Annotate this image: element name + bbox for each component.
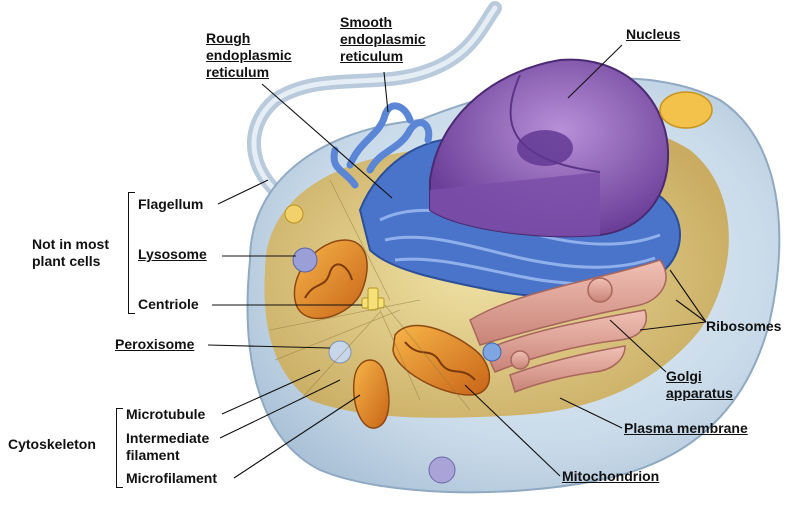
label-cytoskeleton: Cytoskeleton <box>8 436 96 452</box>
cytoskeleton-strands <box>269 179 471 411</box>
label-mitochondrion: Mitochondrion <box>562 468 660 484</box>
golgi-shape <box>469 259 667 394</box>
flagellum-base-shape <box>284 204 304 224</box>
label-plasma-membrane: Plasma membrane <box>624 420 748 436</box>
vesicle-shape-3 <box>482 342 502 362</box>
label-nucleus: Nucleus <box>626 26 681 42</box>
peroxisome-shape <box>328 340 352 364</box>
mitochondrion-shape-3 <box>353 359 390 429</box>
plant-cells-brace <box>128 192 135 314</box>
label-ribosomes: Ribosomes <box>706 318 782 334</box>
label-lysosome: Lysosome <box>138 246 207 262</box>
lysosome-shape <box>292 247 318 273</box>
label-microfilament: Microfilament <box>126 470 218 486</box>
nucleus-shape <box>429 58 670 238</box>
mitochondrion-shape-2 <box>392 324 491 396</box>
label-centriole: Centriole <box>138 296 199 312</box>
vesicle-shape <box>659 91 713 129</box>
centriole-shape <box>361 287 385 311</box>
smooth-er-shape <box>330 102 433 189</box>
label-microtubule: Microtubule <box>126 406 206 422</box>
leader-lines <box>207 44 707 479</box>
cytoskeleton-brace <box>116 408 123 488</box>
vesicle-shape-2 <box>428 456 456 484</box>
label-peroxisome: Peroxisome <box>115 336 195 352</box>
label-flagellum: Flagellum <box>138 196 204 212</box>
